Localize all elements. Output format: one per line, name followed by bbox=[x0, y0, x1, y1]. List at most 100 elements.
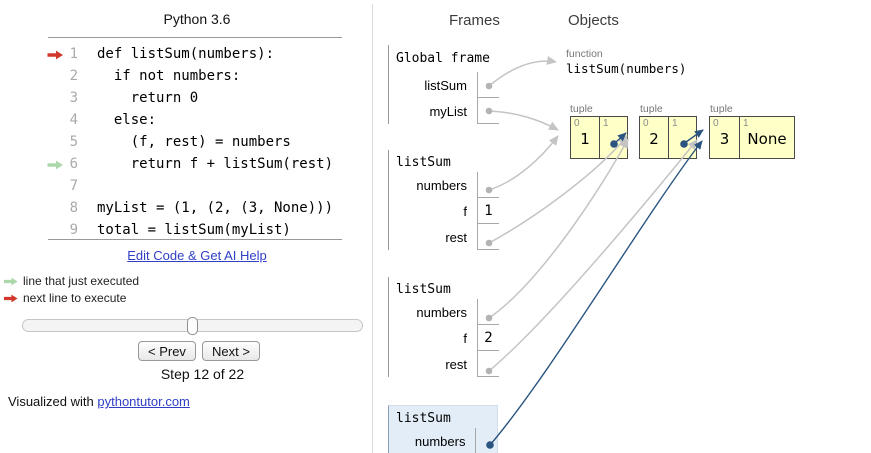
code-line-2[interactable]: 2 if not numbers: bbox=[0, 65, 372, 87]
function-type-label: function bbox=[566, 48, 603, 60]
var-name: f bbox=[463, 330, 467, 346]
tuple-type-label: tuple bbox=[710, 103, 733, 115]
var-name: numbers bbox=[416, 304, 467, 320]
var-name: numbers bbox=[414, 433, 466, 449]
pythontutor-link[interactable]: pythontutor.com bbox=[97, 394, 190, 409]
frame-title: Global frame bbox=[396, 51, 490, 66]
objects-header: Objects bbox=[568, 12, 619, 29]
code-text: else: bbox=[97, 112, 157, 128]
cell-value: None bbox=[747, 130, 787, 148]
tuple-type-label: tuple bbox=[640, 103, 663, 115]
code-line-1[interactable]: 1 def listSum(numbers): bbox=[0, 43, 372, 65]
line-number: 6 bbox=[69, 156, 78, 172]
cell-index: 0 bbox=[713, 118, 719, 129]
edit-code-link[interactable]: Edit Code & Get AI Help bbox=[127, 248, 267, 263]
line-number: 3 bbox=[69, 90, 78, 106]
code-text: return f + listSum(rest) bbox=[97, 156, 334, 172]
tuple-type-label: tuple bbox=[570, 103, 593, 115]
code-text: total = listSum(myList) bbox=[97, 222, 291, 238]
legend-label: next line to execute bbox=[23, 291, 127, 305]
var-value-slot bbox=[477, 351, 499, 377]
var-row-f: f 2 bbox=[396, 325, 499, 351]
arrow-myList-to-tuple1 bbox=[488, 110, 559, 131]
tuple-cell-pointer: 1 bbox=[668, 117, 696, 158]
code-text: if not numbers: bbox=[97, 68, 241, 84]
tuple-cell: 1 None bbox=[739, 117, 794, 158]
code-text: return 0 bbox=[97, 90, 199, 106]
code-text: (f, rest) = numbers bbox=[97, 134, 291, 150]
line-number: 7 bbox=[69, 178, 78, 194]
var-value-slot: 2 bbox=[477, 325, 499, 351]
arrow-global-listSum-to-function bbox=[488, 55, 557, 87]
code-line-8[interactable]: 8 myList = (1, (2, (3, None))) bbox=[0, 197, 372, 219]
next-line-arrow-icon bbox=[47, 50, 63, 60]
line-number: 1 bbox=[69, 46, 78, 62]
code-bottom-divider bbox=[48, 239, 342, 240]
var-name: rest bbox=[445, 356, 467, 372]
var-name: myList bbox=[429, 103, 467, 119]
frame-listSum-1: listSum numbers f 1 rest bbox=[388, 150, 499, 250]
next-button[interactable]: Next > bbox=[202, 341, 260, 361]
var-value-slot bbox=[477, 299, 499, 325]
step-slider-thumb[interactable] bbox=[187, 317, 198, 335]
var-row-myList: myList bbox=[396, 98, 499, 124]
var-value-slot bbox=[475, 428, 497, 453]
arrow-numbers1-to-tuple1 bbox=[488, 135, 559, 191]
just-executed-arrow-icon bbox=[4, 277, 18, 286]
frame-global: Global frame listSum myList bbox=[388, 45, 499, 124]
frame-title: listSum bbox=[396, 411, 451, 426]
tuple-object-3: 0 3 1 None bbox=[709, 116, 795, 159]
var-value-slot: 1 bbox=[477, 198, 499, 224]
cell-index: 0 bbox=[574, 118, 580, 129]
line-number: 9 bbox=[69, 222, 78, 238]
line-number: 4 bbox=[69, 112, 78, 128]
frame-title: listSum bbox=[396, 155, 451, 170]
var-row-numbers: numbers bbox=[396, 172, 499, 198]
code-line-6[interactable]: 6 return f + listSum(rest) bbox=[0, 153, 372, 175]
next-line-arrow-icon bbox=[4, 294, 18, 303]
footer-text: Visualized with bbox=[8, 394, 98, 409]
tuple-object-1: 0 1 1 bbox=[570, 116, 628, 159]
tuple-cell: 0 2 bbox=[640, 117, 668, 158]
var-name: numbers bbox=[416, 177, 467, 193]
frame-listSum-3-active: listSum numbers bbox=[388, 405, 498, 453]
code-line-3[interactable]: 3 return 0 bbox=[0, 87, 372, 109]
tuple-cell: 0 1 bbox=[571, 117, 599, 158]
cell-index: 1 bbox=[603, 118, 609, 129]
tuple-object-2: 0 2 1 bbox=[639, 116, 697, 159]
arrow-numbers2-to-tuple2 bbox=[488, 138, 629, 319]
arrow-numbers3-to-tuple3 bbox=[489, 140, 703, 446]
frames-header: Frames bbox=[449, 12, 500, 29]
code-text: def listSum(numbers): bbox=[97, 46, 275, 62]
code-text: myList = (1, (2, (3, None))) bbox=[97, 200, 334, 216]
var-name: f bbox=[463, 203, 467, 219]
var-value-slot bbox=[477, 172, 499, 198]
cell-index: 1 bbox=[672, 118, 678, 129]
legend-just-executed: line that just executed bbox=[4, 274, 139, 288]
code-line-5[interactable]: 5 (f, rest) = numbers bbox=[0, 131, 372, 153]
legend-label: line that just executed bbox=[23, 274, 140, 288]
var-row-numbers: numbers bbox=[396, 299, 499, 325]
var-name: listSum bbox=[424, 77, 467, 93]
line-number: 2 bbox=[69, 68, 78, 84]
line-number: 5 bbox=[69, 134, 78, 150]
step-slider[interactable] bbox=[22, 317, 363, 335]
cell-index: 0 bbox=[643, 118, 649, 129]
tuple-cell-pointer: 1 bbox=[599, 117, 627, 158]
var-name: rest bbox=[445, 229, 467, 245]
code-line-9[interactable]: 9 total = listSum(myList) bbox=[0, 219, 372, 241]
code-top-divider bbox=[48, 37, 342, 38]
var-value-slot bbox=[477, 72, 499, 98]
var-row-numbers: numbers bbox=[396, 428, 497, 453]
code-line-7[interactable]: 7 bbox=[0, 175, 372, 197]
var-row-rest: rest bbox=[396, 224, 499, 250]
line-number: 8 bbox=[69, 200, 78, 216]
prev-button[interactable]: < Prev bbox=[138, 341, 196, 361]
footer: Visualized with pythontutor.com bbox=[8, 394, 190, 409]
legend-next-line: next line to execute bbox=[4, 291, 126, 305]
tuple-cell: 0 3 bbox=[710, 117, 739, 158]
code-line-4[interactable]: 4 else: bbox=[0, 109, 372, 131]
cell-value: 2 bbox=[649, 130, 659, 148]
just-executed-arrow-icon bbox=[47, 160, 63, 170]
pane-divider bbox=[372, 4, 373, 453]
